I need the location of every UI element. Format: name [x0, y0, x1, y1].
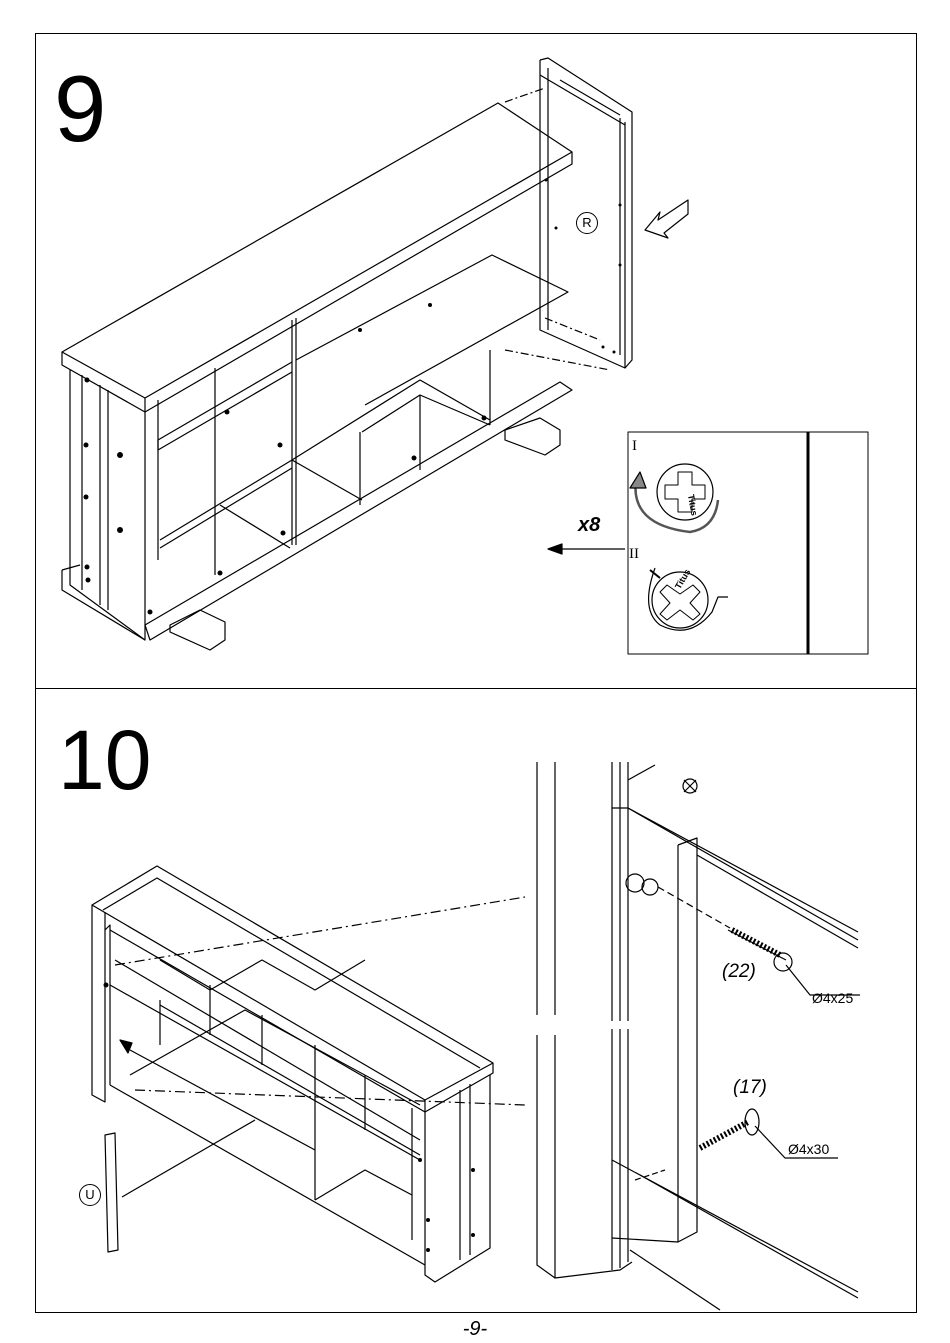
page-number: -9- [0, 1318, 950, 1341]
part-label-u: U [79, 1184, 101, 1206]
quantity-label: x8 [578, 514, 600, 537]
screw-size-4x30: Ø4x30 [788, 1141, 829, 1157]
cam-lock-detail [548, 432, 868, 654]
fixing-detail [530, 762, 860, 1310]
part-label-r: R [576, 212, 598, 234]
step9-cabinet [62, 58, 688, 650]
stage-2-label: II [629, 546, 639, 563]
screw-size-4x25: Ø4x25 [812, 990, 853, 1006]
screw-number-22: (22) [722, 961, 756, 983]
stage-1-label: I [632, 438, 637, 455]
screw-number-17: (17) [733, 1077, 767, 1099]
step10-cabinet [92, 866, 525, 1282]
